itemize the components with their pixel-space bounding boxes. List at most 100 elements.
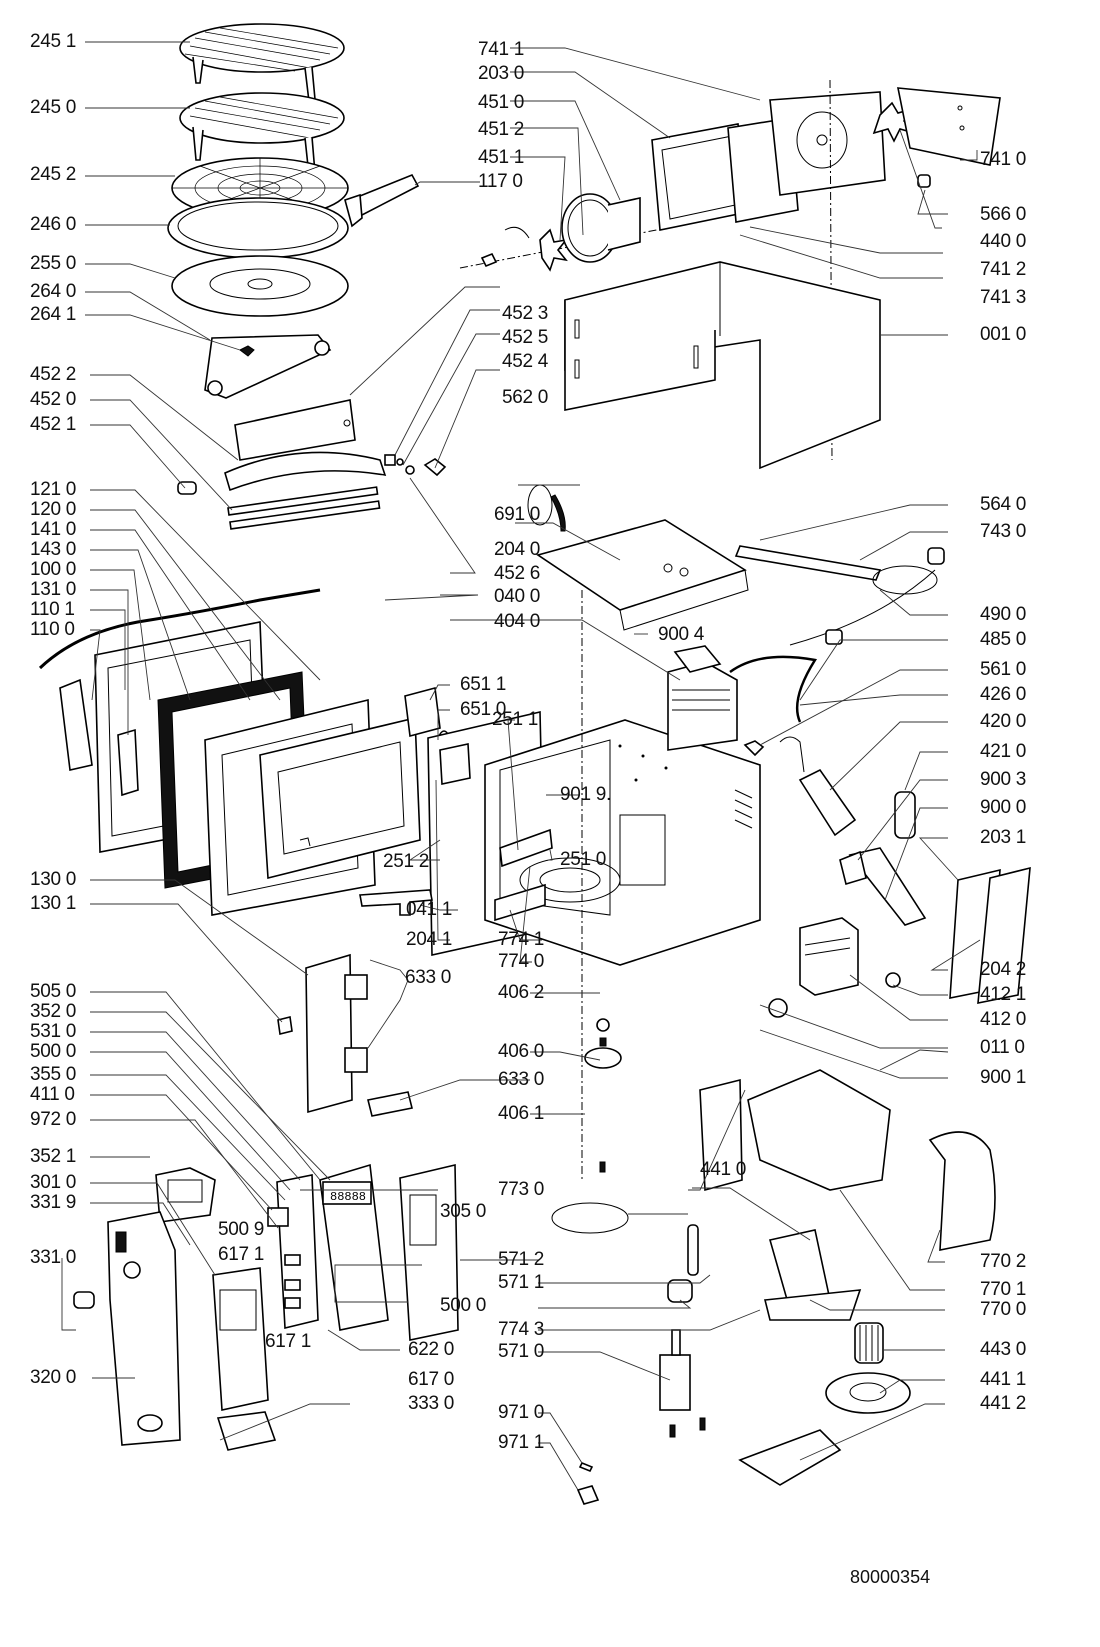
part-label: 452 5 [502,327,549,348]
part-label: 505 0 [30,981,77,1002]
part-label: 406 0 [498,1041,545,1062]
part-label: 264 1 [30,304,77,325]
part-label: 404 0 [494,611,541,632]
part-label: 741 1 [478,39,525,60]
crisp-plate-2460 [167,197,349,259]
part-label: 117 0 [478,171,523,192]
part-label: 110 0 [30,619,75,640]
part-label: 774 1 [498,929,545,950]
pcb-5000 [267,1174,319,1330]
grill-element-4522 [177,481,381,530]
part-label: 900 4 [658,624,705,645]
door-handle-1100 [59,678,93,771]
part-label: 743 0 [980,521,1027,542]
part-label: 971 1 [498,1432,545,1453]
bracket-2510 [494,828,553,922]
fuse-4210 [894,791,916,839]
part-label: 443 0 [980,1339,1027,1360]
part-label: 421 0 [980,741,1027,762]
part-label: 451 1 [478,147,525,168]
part-label: 741 2 [980,259,1027,280]
part-label: 900 0 [980,797,1027,818]
part-label: 130 1 [30,893,77,914]
cavity-7740 [484,719,761,966]
part-label: 452 4 [502,351,549,372]
part-label: 571 1 [498,1272,545,1293]
part-label: 774 3 [498,1319,545,1340]
control-panel-3200 [107,1211,181,1446]
part-label: 130 0 [30,869,77,890]
part-label: 490 0 [980,604,1027,625]
magnetron-4120 [768,917,901,1018]
part-label: 440 0 [980,231,1027,252]
solenoid-rod-5712 [667,1224,699,1303]
part-label: 773 0 [498,1179,545,1200]
part-label: 204 2 [980,959,1027,980]
part-label: 900 1 [980,1067,1027,1088]
part-label: 774 0 [498,951,545,972]
turntable-glass-2550 [171,255,349,317]
part-label: 564 0 [980,494,1027,515]
part-label: 412 0 [980,1009,1027,1030]
part-label: 041 1 [406,899,453,920]
part-label: 562 0 [502,387,549,408]
back-cover-7410 [897,87,1001,166]
part-label: 485 0 [980,629,1027,650]
heater-ring-4510 [561,193,641,263]
part-label: 617 1 [218,1244,265,1265]
part-label: 633 0 [405,967,452,988]
back-plate-7411 [769,91,886,196]
part-label: 320 0 [30,1367,77,1388]
part-label: 245 0 [30,97,77,118]
door-latch-1310 [117,728,139,797]
leader-lines [61,41,981,1491]
part-label: 531 0 [30,1021,77,1042]
door-inner-1210 [259,716,421,880]
air-guide-7702 [928,1131,996,1251]
part-label: 040 0 [494,586,541,607]
part-label: 900 3 [980,769,1027,790]
part-label: 452 2 [30,364,77,385]
part-label: 352 0 [30,1001,77,1022]
part-label: 110 1 [30,599,75,620]
part-label: 120 0 [30,499,77,520]
part-label: 355 0 [30,1064,77,1085]
roller-ring-2640 [204,334,332,399]
part-label: 203 1 [980,827,1027,848]
fan-motor-4410 [764,1229,862,1321]
transformer-4040 [667,645,738,751]
capacitor-4200 [779,736,857,837]
part-label: 571 2 [498,1249,545,1270]
part-label: 100 0 [30,559,77,580]
part-label: 770 0 [980,1299,1027,1320]
document-number: 80000354 [850,1567,931,1587]
pcb-frame-3050 [399,1163,459,1341]
rack-high-2451 [179,23,345,111]
part-label: 622 0 [408,1339,455,1360]
lamp-cover-6511 [404,686,441,738]
power-cord-4900 [789,547,945,646]
grill-reflector-4520 [224,451,387,492]
part-label: 451 2 [478,119,525,140]
display-board-3520: 88888 [319,1163,389,1331]
part-label: 255 0 [30,253,77,274]
handle-1170 [344,173,420,228]
clip-9711 [576,1485,600,1505]
part-label: 651 0 [460,699,507,720]
fan-plate-4412 [738,1429,842,1486]
part-label: 452 3 [502,303,549,324]
part-label: 352 1 [30,1146,77,1167]
part-label: 691 0 [494,504,541,525]
part-label: 001 0 [980,324,1027,345]
part-label: 561 0 [980,659,1027,680]
part-label: 305 0 [440,1201,487,1222]
fan-wheel-4430 [854,1322,884,1364]
lamp-rail-7430 [734,545,882,581]
part-label: 251 0 [560,849,607,870]
part-label: 770 2 [980,1251,1027,1272]
side-covers-2031 [949,866,1031,1004]
part-label: 251 2 [383,851,430,872]
part-label: 420 0 [980,711,1027,732]
part-label: 452 0 [30,389,77,410]
part-label: 264 0 [30,281,77,302]
